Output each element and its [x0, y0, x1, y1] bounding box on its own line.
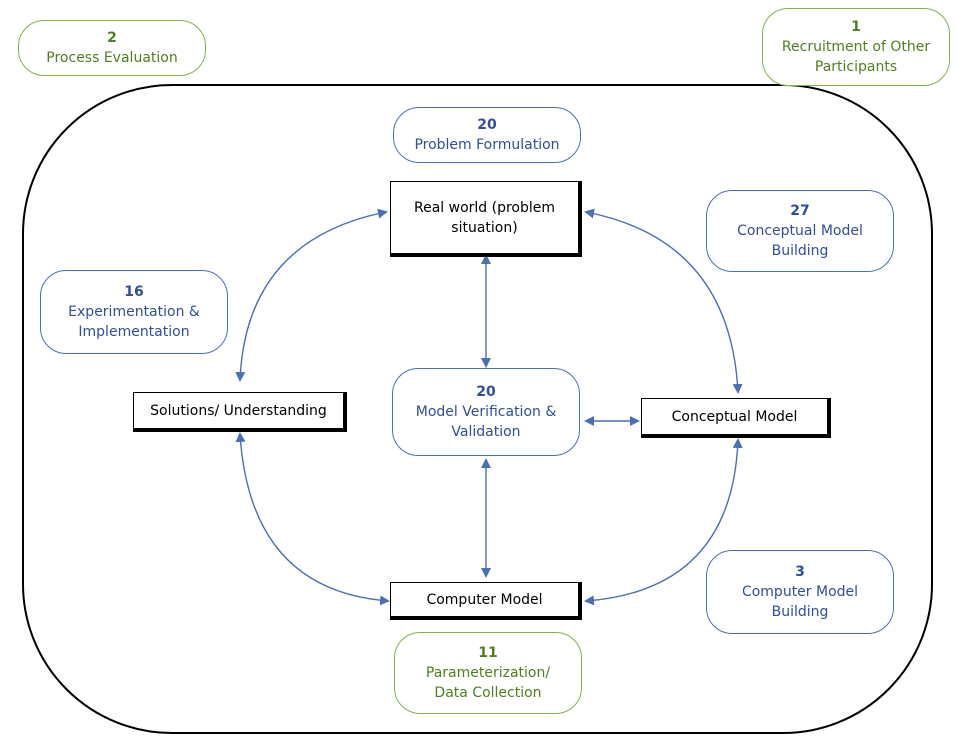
problem-formulation-text: Problem Formulation: [414, 137, 560, 153]
problem-formulation-label: 20 Problem Formulation: [393, 107, 581, 163]
verification-count: 20: [476, 384, 496, 400]
process-evaluation-label: 2 Process Evaluation: [18, 20, 206, 76]
conceptual-model-text: Conceptual Model: [671, 408, 798, 425]
computer-model-building-count: 3: [795, 564, 805, 580]
parameterization-text: Parameterization/ Data Collection: [425, 665, 551, 701]
conceptual-model-building-label: 27 Conceptual Model Building: [706, 190, 894, 272]
experimentation-text: Experimentation & Implementation: [68, 304, 200, 340]
real-world-text: Real world (problem situation): [413, 199, 556, 236]
solutions-text: Solutions/ Understanding: [150, 402, 327, 419]
parameterization-count: 11: [478, 645, 498, 661]
conceptual-model-building-count: 27: [790, 203, 810, 219]
process-evaluation-count: 2: [107, 30, 117, 46]
conceptual-model-node: Conceptual Model: [641, 398, 831, 438]
computer-model-node: Computer Model: [390, 582, 582, 620]
problem-formulation-count: 20: [477, 117, 497, 133]
recruitment-count: 1: [851, 19, 861, 35]
process-evaluation-text: Process Evaluation: [46, 50, 178, 66]
computer-model-building-label: 3 Computer Model Building: [706, 550, 894, 634]
recruitment-label: 1 Recruitment of Other Participants: [762, 8, 950, 86]
real-world-node: Real world (problem situation): [390, 181, 582, 257]
computer-model-text: Computer Model: [426, 591, 543, 608]
verification-label: 20 Model Verification & Validation: [392, 368, 580, 456]
parameterization-label: 11 Parameterization/ Data Collection: [394, 632, 582, 714]
solutions-node: Solutions/ Understanding: [133, 392, 347, 432]
conceptual-model-building-text: Conceptual Model Building: [737, 223, 863, 259]
outer-boundary: [22, 84, 933, 734]
experimentation-label: 16 Experimentation & Implementation: [40, 270, 228, 354]
experimentation-count: 16: [124, 284, 144, 300]
recruitment-text: Recruitment of Other Participants: [781, 39, 931, 75]
computer-model-building-text: Computer Model Building: [741, 584, 859, 620]
verification-text: Model Verification & Validation: [415, 404, 557, 440]
